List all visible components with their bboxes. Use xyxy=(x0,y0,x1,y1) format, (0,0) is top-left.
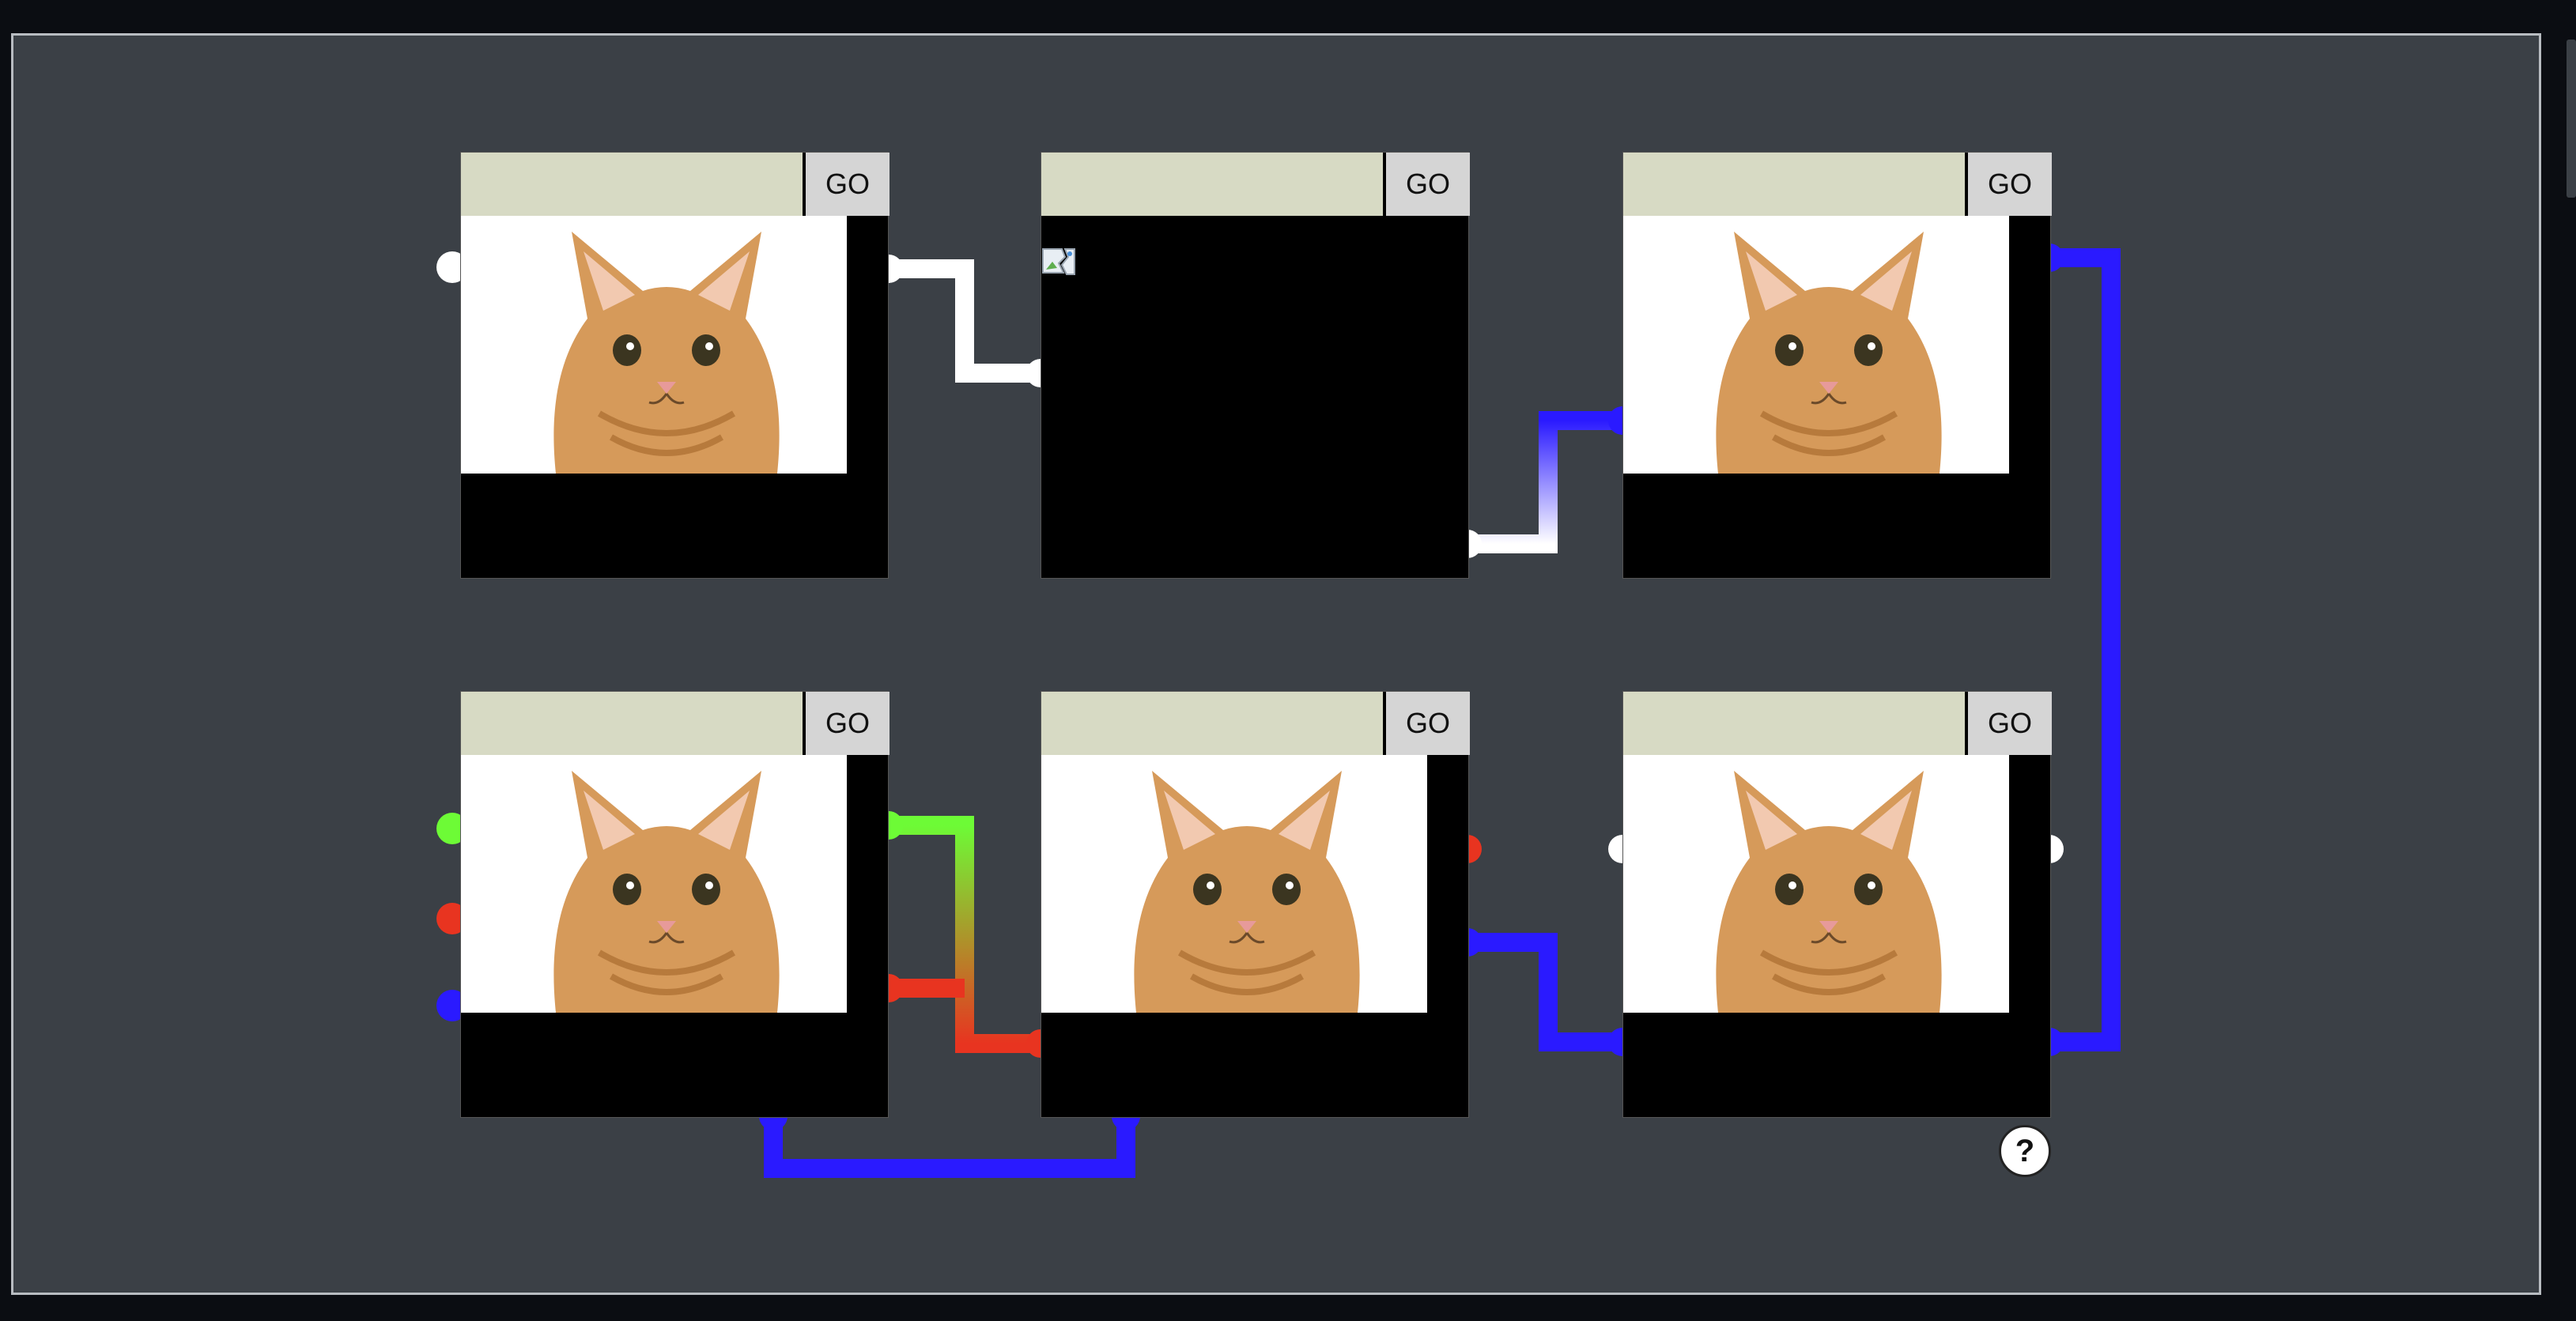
cat-icon xyxy=(461,216,847,474)
help-button[interactable]: ? xyxy=(1999,1125,2051,1177)
node-top-right[interactable]: GO xyxy=(1622,152,2052,579)
node-top-left[interactable]: GO xyxy=(460,152,890,579)
cat-photo xyxy=(461,216,847,474)
cat-icon xyxy=(461,755,847,1013)
port-green-out-bottom-left xyxy=(889,811,903,840)
node-top-middle[interactable]: GO xyxy=(1041,152,1470,579)
go-button[interactable]: GO xyxy=(1968,153,2052,216)
side-panel-edge xyxy=(2552,16,2576,1321)
url-input[interactable] xyxy=(1623,692,1965,755)
node-bottom-middle[interactable]: GO xyxy=(1041,691,1470,1118)
port-blue-down-bottom-left xyxy=(759,1116,788,1130)
port-white-out-top-left xyxy=(889,255,903,283)
url-input[interactable] xyxy=(1041,692,1383,755)
cat-icon xyxy=(1623,216,2009,474)
port-white-in-top-middle xyxy=(1026,359,1041,387)
url-input[interactable] xyxy=(1041,153,1383,216)
port-blue-down-bottom-middle xyxy=(1112,1116,1140,1130)
cat-photo xyxy=(1623,755,2009,1013)
port-red-out-bottom-middle xyxy=(1467,835,1482,863)
port-white-out-bottom-right xyxy=(2049,835,2064,863)
port-blue-out-bottom-middle xyxy=(1467,928,1482,957)
wire-blue-middle xyxy=(1467,933,1622,1051)
wire-green-red xyxy=(889,816,1041,1053)
port-blue-out-top-right xyxy=(2049,243,2064,272)
cat-photo xyxy=(1623,216,2009,474)
url-input[interactable] xyxy=(461,153,803,216)
port-blue-in-bottom-right xyxy=(1608,1028,1622,1056)
top-bar xyxy=(0,0,2576,16)
go-button[interactable]: GO xyxy=(806,692,890,755)
scrollbar-thumb[interactable] xyxy=(2567,40,2576,198)
cat-icon xyxy=(1623,755,2009,1013)
port-white-out-top-middle xyxy=(1467,530,1482,558)
broken-image-icon xyxy=(1042,248,1075,275)
go-button[interactable]: GO xyxy=(1386,153,1470,216)
port-red-in-bottom-middle xyxy=(1026,1029,1041,1058)
go-button[interactable]: GO xyxy=(1968,692,2052,755)
port-blue-out-bottom-right xyxy=(2049,1028,2064,1056)
go-button[interactable]: GO xyxy=(1386,692,1470,755)
wire-white-top xyxy=(889,259,1041,383)
port-blue-in-top-right xyxy=(1608,406,1622,435)
go-button[interactable]: GO xyxy=(806,153,890,216)
cat-icon xyxy=(1041,755,1427,1013)
port-red-out-bottom-left xyxy=(889,974,903,1002)
wire-blue-bottom xyxy=(764,1116,1135,1178)
port-white-in-bottom-right xyxy=(1608,835,1622,863)
url-input[interactable] xyxy=(1623,153,1965,216)
node-bottom-left[interactable]: GO xyxy=(460,691,890,1118)
url-input[interactable] xyxy=(461,692,803,755)
cat-photo xyxy=(461,755,847,1013)
wire-white-blue-top xyxy=(1467,411,1622,553)
node-bottom-right[interactable]: GO xyxy=(1622,691,2052,1118)
cat-photo xyxy=(1041,755,1427,1013)
wire-blue-right xyxy=(2049,248,2121,1051)
